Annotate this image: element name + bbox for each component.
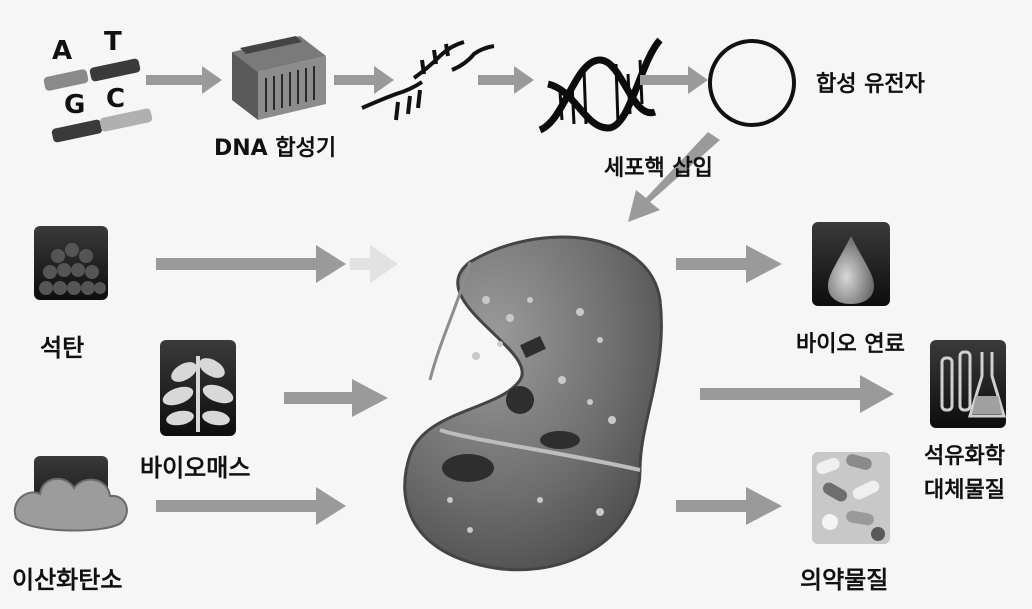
base-letter-a: A (52, 36, 72, 66)
biofuel-label: 바이오 연료 (796, 326, 905, 358)
bases-icon (43, 58, 153, 143)
nucleus-insertion-label: 세포핵 삽입 (604, 150, 713, 182)
petrochemical-substitute-line-2: 대체물질 (924, 474, 1005, 508)
arrow-biomass-to-cell (284, 379, 388, 417)
arrow-synthesizer-to-strands (334, 66, 394, 94)
coal-icon (34, 226, 108, 300)
engineered-cell-image (405, 237, 662, 570)
base-letter-t: T (104, 27, 122, 57)
petrochemical-substitute-line-1: 석유화학 (924, 440, 1005, 474)
arrow-cell-to-biofuel (676, 245, 782, 283)
coal-label: 석탄 (40, 328, 84, 363)
fuel-drop-icon (812, 222, 890, 306)
arrow-strands-to-helix (478, 66, 534, 94)
leaf-icon (160, 340, 236, 436)
dna-synthesizer-icon (232, 36, 326, 120)
arrow-cell-to-pharmaceutical (676, 487, 782, 525)
base-letter-c: C (106, 84, 125, 114)
carbon-dioxide-label: 이산화탄소 (12, 560, 122, 595)
arrow-co2-to-cell (156, 487, 346, 525)
pharmaceutical-label: 의약물질 (800, 560, 888, 595)
synthetic-gene-label: 합성 유전자 (816, 66, 925, 98)
biomass-label: 바이오매스 (140, 448, 250, 483)
synthetic-gene-icon (710, 41, 794, 125)
arrow-cell-to-petrochemical (700, 375, 894, 413)
petrochemical-substitute-label: 석유화학 대체물질 (924, 440, 1005, 508)
arrow-bases-to-synthesizer (146, 66, 222, 94)
pills-icon (812, 452, 890, 544)
arrow-coal-to-cell (156, 245, 346, 283)
cloud-icon (15, 456, 127, 531)
arrow-coal-ghost (350, 245, 398, 283)
dna-synthesizer-label: DNA 합성기 (214, 130, 336, 162)
lab-flask-icon (930, 340, 1006, 428)
arrow-helix-to-gene (640, 66, 708, 94)
base-letter-g: G (64, 90, 85, 120)
